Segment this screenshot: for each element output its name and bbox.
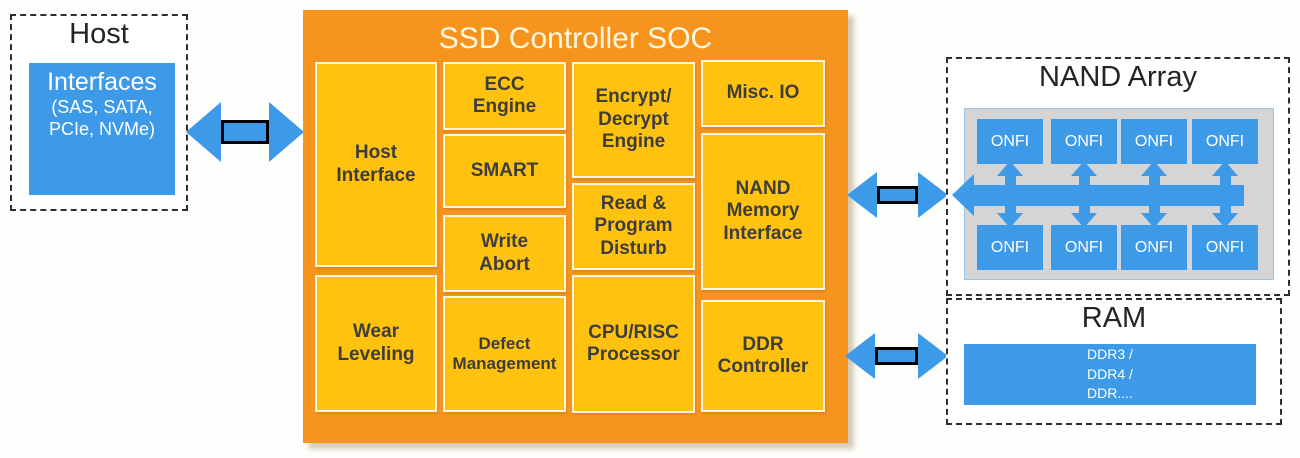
block-ecc-engine: ECC Engine xyxy=(443,62,566,130)
host-title: Host xyxy=(69,18,129,50)
arrow-up-head-icon xyxy=(1212,161,1238,176)
host-soc-double-arrow-icon xyxy=(186,102,304,162)
onfi-column-double-arrow-icon xyxy=(997,161,1023,228)
block-ddr-controller: DDR Controller xyxy=(701,300,825,412)
block-cpu-risc-processor: CPU/RISC Processor xyxy=(572,275,695,413)
host-group: Host Interfaces (SAS, SATA, PCIe, NVMe) xyxy=(10,14,188,211)
arrow-up-head-icon xyxy=(997,161,1023,176)
onfi-chip: ONFI xyxy=(1051,225,1117,270)
nand-array-group: NAND Array ONFI ONFI ONFI ONFI ONFI ONFI… xyxy=(946,57,1290,296)
onfi-chip: ONFI xyxy=(1051,119,1117,164)
onfi-chip: ONFI xyxy=(1192,225,1258,270)
ram-ddr-block: DDR3 / DDR4 / DDR.... xyxy=(964,344,1256,405)
arrow-up-head-icon xyxy=(1071,161,1097,176)
ram-line-2: DDR4 / xyxy=(1087,365,1133,382)
arrow-left-head-icon xyxy=(845,333,875,379)
arrow-bar xyxy=(877,186,918,204)
onfi-chip: ONFI xyxy=(1192,119,1258,164)
onfi-column-double-arrow-icon xyxy=(1071,161,1097,228)
nand-array-panel: ONFI ONFI ONFI ONFI ONFI ONFI ONFI ONFI xyxy=(952,108,1274,280)
arrow-up-head-icon xyxy=(1141,161,1167,176)
soc-group: SSD Controller SOC Host Interface Wear L… xyxy=(303,10,848,443)
arrow-right-head-icon xyxy=(269,102,304,162)
arrow-down-head-icon xyxy=(1212,213,1238,228)
host-interfaces-sub2: PCIe, NVMe) xyxy=(48,118,156,139)
arrow-bar xyxy=(1078,176,1090,213)
host-interfaces-sub1: (SAS, SATA, xyxy=(51,97,153,117)
arrow-left-head-icon xyxy=(186,102,221,162)
block-wear-leveling: Wear Leveling xyxy=(315,275,437,412)
block-encrypt-decrypt-engine: Encrypt/ Decrypt Engine xyxy=(572,62,695,178)
onfi-chip: ONFI xyxy=(977,119,1043,164)
block-read-program-disturb: Read & Program Disturb xyxy=(572,183,695,270)
block-host-interface: Host Interface xyxy=(315,62,437,267)
ram-group: RAM DDR3 / DDR4 / DDR.... xyxy=(946,298,1282,425)
soc-nand-double-arrow-icon xyxy=(847,172,948,218)
onfi-column-double-arrow-icon xyxy=(1212,161,1238,228)
arrow-right-head-icon xyxy=(918,172,948,218)
soc-ram-double-arrow-icon xyxy=(845,333,948,379)
arrow-bar xyxy=(1004,176,1016,213)
block-misc-io: Misc. IO xyxy=(701,60,825,127)
arrow-bar xyxy=(875,347,918,365)
ram-line-3: DDR.... xyxy=(1087,385,1133,402)
arrow-down-head-icon xyxy=(1141,213,1167,228)
onfi-column-double-arrow-icon xyxy=(1141,161,1167,228)
soc-title: SSD Controller SOC xyxy=(438,22,713,55)
arrow-right-head-icon xyxy=(918,333,948,379)
ram-title: RAM xyxy=(1081,302,1147,334)
bus-bar xyxy=(974,184,1244,206)
onfi-chip: ONFI xyxy=(1121,225,1187,270)
arrow-down-head-icon xyxy=(1071,213,1097,228)
host-interfaces-block: Interfaces (SAS, SATA, PCIe, NVMe) xyxy=(29,63,175,195)
block-defect-management: Defect Management xyxy=(443,296,566,412)
host-interfaces-label: Interfaces xyxy=(47,68,157,96)
nand-bus-arrow-icon xyxy=(952,174,1244,216)
block-smart: SMART xyxy=(443,134,566,208)
arrow-bar xyxy=(1148,176,1160,213)
bus-left-head-icon xyxy=(952,174,974,216)
block-write-abort: Write Abort xyxy=(443,215,566,292)
arrow-down-head-icon xyxy=(997,213,1023,228)
nand-array-title: NAND Array xyxy=(1039,61,1197,93)
ram-line-1: DDR3 / xyxy=(1087,346,1133,363)
onfi-chip: ONFI xyxy=(977,225,1043,270)
block-nand-memory-interface: NAND Memory Interface xyxy=(701,133,825,290)
arrow-left-head-icon xyxy=(847,172,877,218)
onfi-chip: ONFI xyxy=(1121,119,1187,164)
arrow-bar xyxy=(1219,176,1231,213)
arrow-bar xyxy=(221,120,269,144)
